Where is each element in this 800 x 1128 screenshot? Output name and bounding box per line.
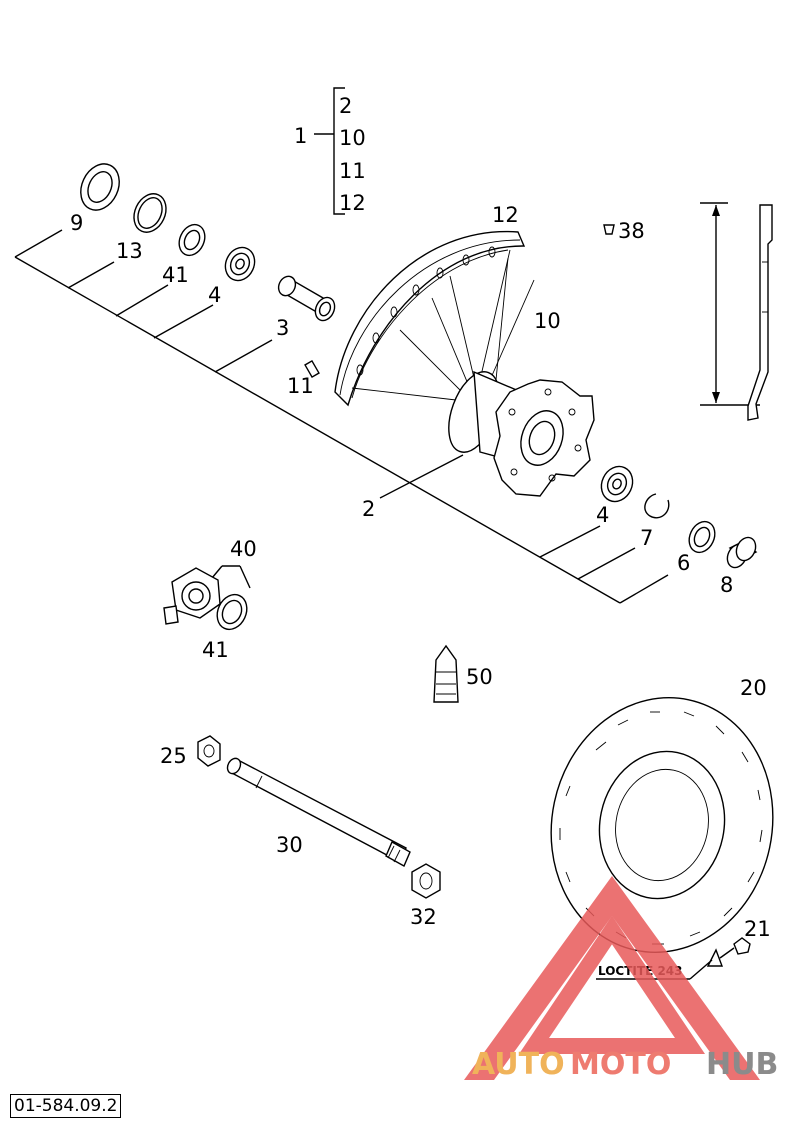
part-9-seal [80, 163, 120, 211]
assembly-leader-lines [14, 229, 669, 604]
callout-9: 9 [70, 211, 83, 235]
callout-11: 11 [287, 374, 314, 398]
loctite-leader [689, 959, 713, 980]
set-child-10: 10 [339, 126, 366, 150]
set-child-11: 11 [339, 159, 366, 183]
callout-10: 10 [534, 309, 561, 333]
callout-4-left: 4 [208, 283, 221, 307]
part-21-bolt [706, 937, 751, 967]
callout-13: 13 [116, 239, 143, 263]
callout-21: 21 [744, 917, 771, 941]
part-12-rim [334, 230, 526, 407]
part-2-hub [448, 370, 595, 497]
callout-8: 8 [720, 573, 733, 597]
part-50-grease-tube [433, 644, 459, 703]
watermark-hub: HUB [706, 1047, 778, 1082]
callout-41-top: 41 [162, 263, 189, 287]
part-32-axle-nut [411, 863, 441, 899]
callout-4-right: 4 [596, 503, 609, 527]
part-7-circlip [644, 493, 670, 519]
callout-40: 40 [230, 537, 257, 561]
watermark-moto: MOTO [570, 1047, 671, 1082]
set-child-2: 2 [339, 94, 352, 118]
part-8-spacer [726, 536, 758, 569]
set-parent-label: 1 [294, 124, 307, 148]
callout-38: 38 [618, 219, 645, 243]
callout-32: 32 [410, 905, 437, 929]
set-child-12: 12 [339, 191, 366, 215]
document-number: 01-584.09.2 [10, 1094, 122, 1118]
watermark-logo [464, 876, 760, 1080]
spoke-dimension [700, 202, 773, 421]
callout-6: 6 [677, 551, 690, 575]
callout-3: 3 [276, 316, 289, 340]
part-3-spacer [277, 275, 336, 322]
callout-25: 25 [160, 744, 187, 768]
watermark-auto: AUTO [472, 1047, 565, 1082]
part-4-bearing-right [600, 465, 634, 503]
part-38-cap [603, 224, 615, 235]
part-41-washer-top [178, 223, 206, 257]
callout-12: 12 [492, 203, 519, 227]
part-11-nipple [304, 359, 320, 379]
callout-20: 20 [740, 676, 767, 700]
callout-2: 2 [362, 497, 375, 521]
part-6-seal [688, 520, 716, 554]
part-10-spokes [351, 249, 535, 401]
part-13-ring [133, 193, 167, 233]
callout-30: 30 [276, 833, 303, 857]
rim-spoke-holes [356, 246, 496, 376]
part-30-axle [226, 757, 411, 867]
set-bracket [314, 87, 345, 215]
part-4-bearing-left [224, 246, 256, 282]
callout-7: 7 [640, 526, 653, 550]
callout-50: 50 [466, 665, 493, 689]
part-40-speedo-drive [163, 565, 251, 625]
part-25-nut [197, 735, 221, 767]
callout-41-bottom: 41 [202, 638, 229, 662]
part-41-washer-bottom [216, 593, 248, 631]
